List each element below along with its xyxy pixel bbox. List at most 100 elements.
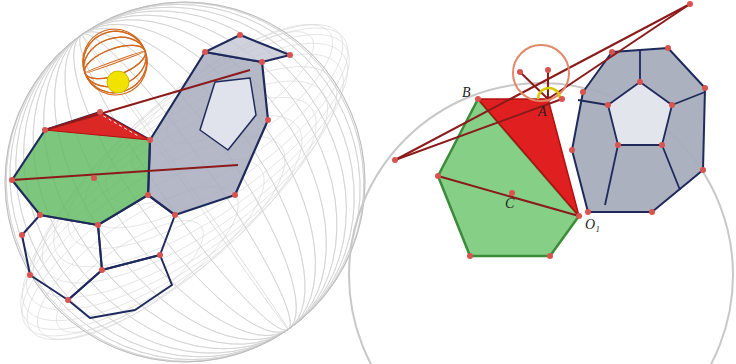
orange-ring: [74, 22, 155, 101]
meridian: [2, 0, 368, 364]
orange-ring: [85, 50, 146, 74]
vertex-dot: [509, 190, 515, 196]
vertex-dot: [545, 67, 551, 73]
left-polyhedron: [9, 20, 293, 318]
tangent-line: [395, 4, 690, 160]
orange-ring: [77, 29, 153, 95]
meridian: [0, 0, 430, 364]
orange-sphere: [74, 20, 157, 104]
face-edge: [672, 92, 705, 105]
vertex-dot: [435, 173, 441, 179]
vertex-dot: [91, 175, 97, 181]
vertex-dot: [580, 89, 586, 95]
vertex-dot: [700, 167, 706, 173]
vertex-dot: [99, 267, 105, 273]
vertex-dot: [145, 192, 151, 198]
point-label: C: [505, 197, 514, 211]
hatch: [52, 114, 140, 137]
vertex-dot: [259, 59, 265, 65]
wire-sphere: [0, 0, 436, 364]
vertex-dot: [97, 109, 103, 115]
meridian: [0, 0, 385, 364]
point-label: O₁: [585, 218, 600, 232]
vertex-dot: [157, 252, 163, 258]
vertex-dot: [42, 127, 48, 133]
vertex-dot: [637, 79, 643, 85]
meridian: [2, 0, 368, 364]
vertex-dot: [659, 142, 665, 148]
right-figure: [349, 1, 733, 364]
vertex-dot: [569, 147, 575, 153]
red-triangle: [478, 99, 579, 216]
vertex-dot: [559, 96, 565, 102]
orange-circle: [513, 45, 569, 101]
orange-ring: [74, 20, 157, 104]
green-face: [438, 99, 579, 256]
red-line: [45, 70, 250, 130]
vertex-dot: [475, 96, 481, 102]
meridian: [0, 0, 412, 364]
parallel: [1, 27, 368, 337]
meridian: [0, 0, 434, 364]
orange-ring: [74, 22, 155, 101]
parallel: [11, 15, 375, 322]
vertex-dot: [517, 69, 523, 75]
vertex-dot: [19, 232, 25, 238]
grey-face: [200, 78, 256, 150]
face-edge: [605, 145, 618, 205]
vertex-dot: [687, 1, 693, 7]
vertex-dot: [467, 253, 473, 259]
grey-face: [205, 35, 290, 62]
vertex-dot: [287, 52, 293, 58]
meridian: [0, 0, 412, 364]
sphere-outline: [5, 2, 365, 362]
vertex-dot: [202, 49, 208, 55]
parallel: [0, 42, 359, 349]
vertex-dot: [172, 212, 178, 218]
yellow-ball: [107, 71, 129, 93]
yellow-arc: [538, 88, 560, 99]
vertex-dot: [147, 137, 153, 143]
meridian: [0, 0, 422, 364]
orange-ring: [77, 29, 153, 95]
meridian: [0, 0, 434, 364]
vertex-dot: [265, 117, 271, 123]
grey-face: [608, 82, 672, 145]
vertex-dot: [37, 212, 43, 218]
face-edge: [68, 255, 172, 318]
meridian: [0, 0, 385, 364]
vertex-dot: [237, 32, 243, 38]
grey-net: [572, 48, 705, 212]
tangent-line: [548, 4, 690, 99]
face-edge: [22, 215, 102, 300]
vertex-dot: [605, 102, 611, 108]
vertex-dot: [585, 209, 591, 215]
vertex-dot: [649, 209, 655, 215]
meridian: [0, 0, 422, 364]
grey-face: [148, 52, 268, 215]
vertex-dot: [669, 102, 675, 108]
meridian: [0, 0, 436, 364]
face-edge: [578, 100, 608, 105]
vertex-dot: [95, 222, 101, 228]
vertex-dot: [702, 85, 708, 91]
point-label: A: [538, 105, 547, 119]
vertex-dot: [615, 142, 621, 148]
face-edge: [639, 50, 641, 82]
green-face: [12, 112, 150, 225]
vertex-dot: [65, 297, 71, 303]
vertex-dot: [232, 192, 238, 198]
point-label: B: [462, 86, 471, 100]
vertex-dot: [576, 213, 582, 219]
face-edge: [662, 145, 680, 190]
diagonal: [438, 176, 579, 216]
red-line: [12, 165, 238, 180]
vertex-dot: [27, 272, 33, 278]
construction-line: [547, 70, 549, 99]
meridian: [0, 0, 430, 364]
vertex-dot: [392, 157, 398, 163]
vertex-dot: [547, 253, 553, 259]
vertex-dot: [665, 45, 671, 51]
